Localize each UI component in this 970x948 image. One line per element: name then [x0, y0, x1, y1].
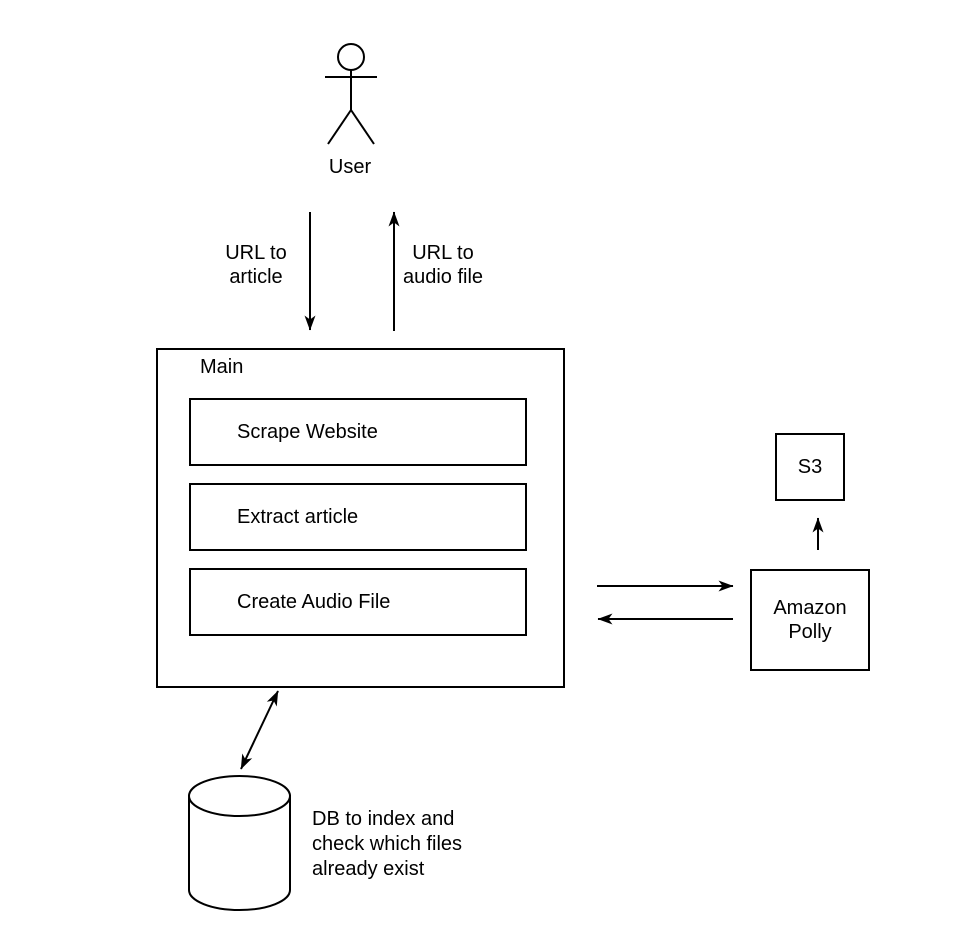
flow-label-url-to-audio-file: URL to audio file — [402, 242, 484, 288]
flow-label-url-to-article: URL to article — [225, 242, 287, 288]
step-extract-article: Extract article — [189, 483, 527, 551]
db-note: DB to index and check which files alread… — [312, 808, 463, 880]
polly-label: Amazon Polly — [773, 597, 847, 643]
s3-label: S3 — [797, 456, 823, 478]
user-actor-icon — [325, 43, 377, 145]
user-label: User — [328, 156, 372, 178]
step-label: Extract article — [237, 506, 359, 528]
amazon-polly-box: Amazon Polly — [750, 569, 870, 671]
step-scrape-website: Scrape Website — [189, 398, 527, 466]
s3-box: S3 — [775, 433, 845, 501]
main-title: Main — [200, 356, 244, 378]
database-cylinder-icon — [188, 775, 291, 911]
step-create-audio-file: Create Audio File — [189, 568, 527, 636]
step-label: Scrape Website — [237, 421, 378, 443]
step-label: Create Audio File — [237, 591, 391, 613]
arrow-main-to-db — [240, 690, 279, 770]
